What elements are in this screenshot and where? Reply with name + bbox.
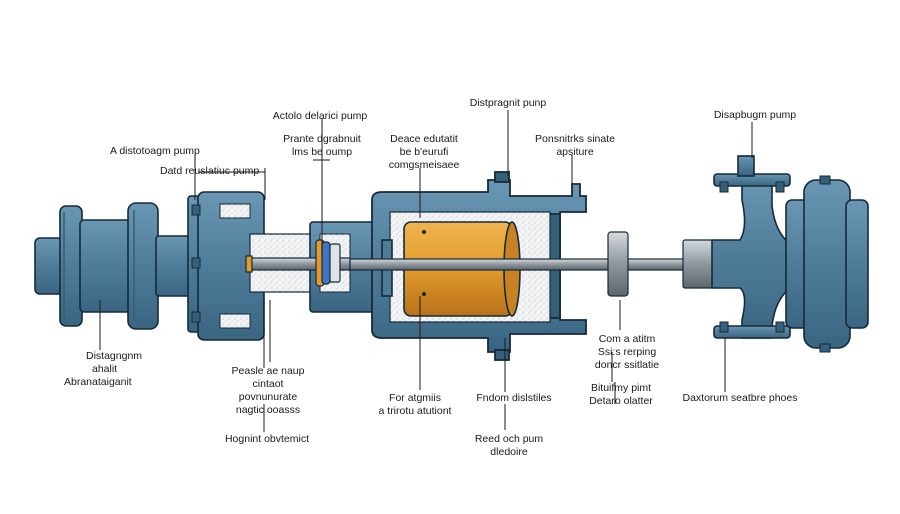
label-deace-edutatit: Deace edutatit be b'eurufi comgsmeisaee (388, 133, 460, 171)
label-a-diaphragm-pump: A distotoagm pump (110, 145, 200, 157)
label-hognint-obvtemict: Hognint obvtemict (224, 433, 310, 445)
label-reed-och-pum: Reed och pum dledoire (474, 433, 544, 458)
label-daxtorum-seatbre: Daxtorum seatbre phoes (682, 392, 798, 404)
label-disapbugm-pump: Disapbugm pump (713, 109, 797, 121)
inner-magnet-rotor (245, 239, 351, 287)
label-actolo-pump: Actolo delarici pump (272, 110, 368, 122)
right-head-bolts (719, 175, 831, 353)
label-distagngnm: Distagngnm ahalit Abranataiganit (64, 350, 143, 388)
label-distpragnit-punp: Distpragnit punp (469, 97, 547, 109)
left-motor-assembly (34, 191, 265, 341)
left-flange-bolts (191, 204, 201, 323)
label-ponsnitrks-sinate: Ponsnitrks sinate apsiture (535, 133, 615, 158)
label-prante-dgrabnuit: Prante dgrabnuit lms be oump (283, 133, 361, 158)
right-pump-head (711, 155, 869, 349)
label-datd-pump: Datd reuslatiuc pump (160, 165, 260, 177)
label-fndom-dislstiles: Fndom dislstiles (476, 392, 552, 404)
label-peasle-ae-naup: Peasle ae naup cintaot povnunurate nagti… (231, 365, 305, 416)
label-com-a-atitm: Com a atitm Ssi:s rerping doncr ssitlati… (594, 333, 660, 371)
drive-shaft (349, 231, 714, 297)
leader-lines (99, 110, 753, 432)
label-for-atgmiis: For atgmiis a trirotu atutiont (378, 392, 452, 417)
label-bituifmy-pimt: Bituifmy pimt Detaro olatter (589, 382, 653, 407)
